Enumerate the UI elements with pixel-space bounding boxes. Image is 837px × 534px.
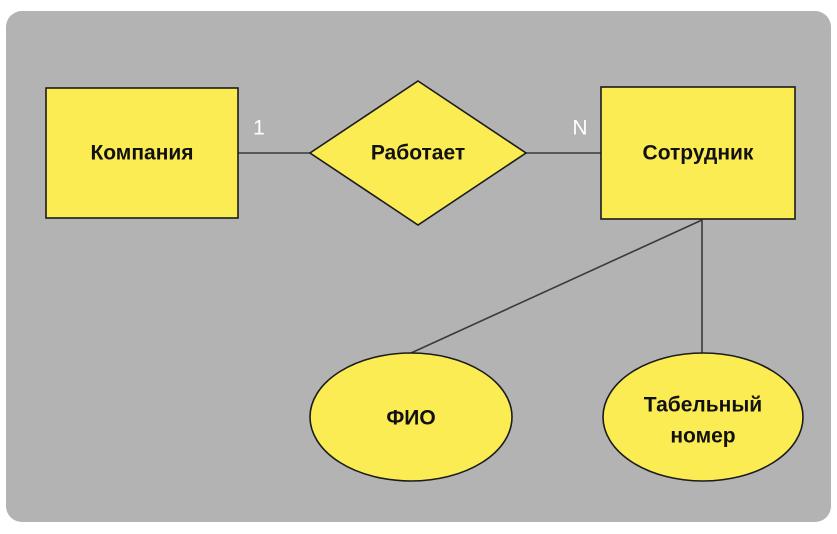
entity-company[interactable]: Компания: [45, 87, 239, 219]
attribute-full-name[interactable]: ФИО: [309, 352, 513, 482]
relationship-works-shape[interactable]: [308, 80, 528, 226]
entity-employee[interactable]: Сотрудник: [600, 86, 796, 220]
attribute-personnel-number[interactable]: Табельный номер: [602, 352, 804, 482]
connector-employee-to-full-name: [410, 219, 703, 354]
attribute-personnel-number-shape[interactable]: [602, 352, 804, 482]
attribute-full-name-shape[interactable]: [309, 352, 513, 482]
entity-company-shape[interactable]: [45, 87, 239, 219]
entity-employee-shape[interactable]: [600, 86, 796, 220]
